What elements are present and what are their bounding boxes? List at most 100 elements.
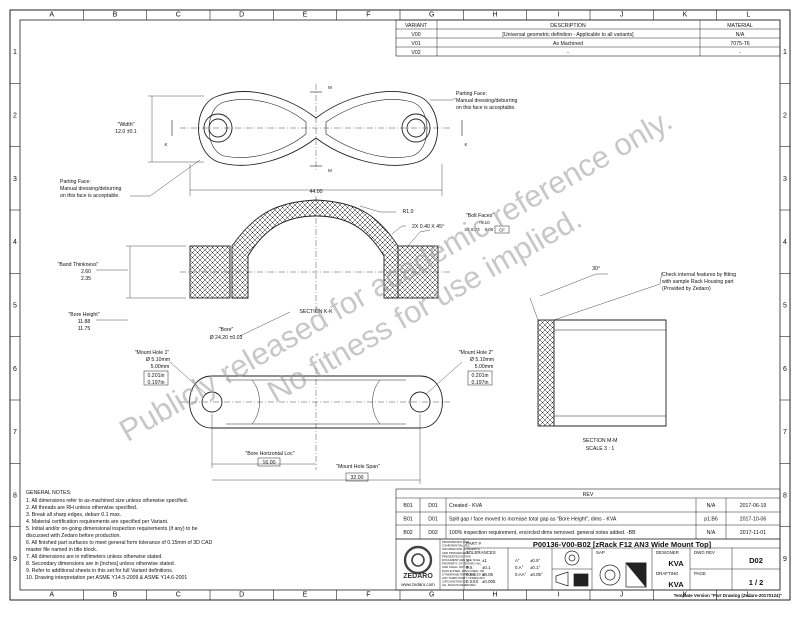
parting-note-right: Parting Face: Manual dressing/deburring …: [456, 91, 518, 111]
band-thickness-min: 2.35: [81, 276, 91, 282]
section-kk-view: [96, 196, 452, 337]
general-note: 8. Secondary dimensions are in [inches] …: [26, 561, 175, 567]
grid-column-label: L: [746, 592, 750, 599]
top-view: [130, 84, 463, 197]
variant-table: VARIANT DESCRIPTION MATERIAL V00 [Univer…: [395, 19, 781, 57]
variant-row-1-desc: As Machined: [553, 41, 583, 47]
proprietary-line: DUPLICATED, DISCLOSED, OR: [442, 569, 484, 573]
revision-cell: N/A: [707, 503, 716, 509]
bottom-view: [169, 361, 463, 484]
general-note: 9. Refer to additional sheets in this se…: [26, 568, 173, 574]
bolt-faces-tol-lower: 0.00: [485, 227, 494, 232]
revision-cell: B01: [403, 503, 412, 509]
revision-cell: B01: [403, 517, 412, 523]
variant-header-material: MATERIAL: [727, 23, 753, 29]
grid-column-label: G: [429, 12, 434, 19]
tolerance-cell: ±0.1: [482, 565, 491, 570]
variant-row-0-material: N/A: [736, 32, 745, 38]
check-note-line-2: with sample Rack Housing part: [662, 279, 734, 285]
dwg-rev-label: DWG REV: [694, 550, 715, 555]
designer-label: DESIGNER: [656, 550, 679, 555]
sap-icon: [599, 562, 647, 588]
mount-hole-2-min: 5.00mm: [475, 364, 494, 370]
grid-column-label: E: [303, 12, 308, 19]
revision-cell: 2017-11-01: [740, 530, 766, 536]
top-k-label-left: K: [165, 142, 168, 147]
grid-column-label: K: [683, 12, 688, 19]
general-note: 10. Drawing interpretation per ASME Y14.…: [26, 575, 187, 581]
proprietary-line: PRESENTED IN THIS: [442, 554, 471, 558]
sap-label: SAP: [596, 550, 605, 555]
revision-cell: Created - KVA: [449, 503, 483, 509]
tolerance-cell: 0.XX: [466, 572, 476, 577]
grid-column-label: E: [303, 592, 308, 599]
parting-note-left: Parting Face: Manual dressing/deburring …: [60, 179, 122, 199]
grid-column-label: J: [620, 12, 624, 19]
part-number: P00136-V00-B02 [zRack F12 AN3 Wide Mount…: [533, 540, 712, 549]
section-mm-view: [529, 271, 667, 427]
mount-hole-2-in-max: 0.201in: [471, 373, 488, 379]
section-mm-scale: SCALE 3 : 1: [586, 446, 615, 452]
general-note: 3. Break all sharp edges, deburr 0.1 max…: [26, 512, 121, 518]
grid-row-label: 3: [13, 176, 17, 183]
parting-note-left-line-3: on this face is acceptable.: [60, 193, 120, 199]
tolerance-cell: ±0.005: [482, 579, 496, 584]
mount-hole-1-inch-frame: [143, 370, 169, 386]
tolerance-cell: 0.A°: [515, 565, 524, 570]
part-label: PART #: [466, 541, 481, 546]
grid-column-label: C: [176, 592, 181, 599]
drafting-label: DRAFTING: [656, 571, 679, 576]
revision-heading: REV: [583, 492, 594, 498]
zedaro-logo: ZEDARO www.zedaro.com: [401, 545, 435, 587]
grid-column-label: H: [492, 592, 497, 599]
general-note: 5. Initial and/or on-going dimensional i…: [26, 526, 198, 532]
page-value: 1 / 2: [749, 578, 764, 587]
revision-cell: 2017-10-06: [740, 517, 767, 523]
tolerances-label: TOLERANCES: [466, 550, 496, 555]
general-note: 1. All dimensions refer to as-machined s…: [26, 498, 188, 504]
proprietary-line: CONFIDENTIAL. ALL: [442, 544, 470, 548]
grid-column-label: A: [49, 12, 54, 19]
grid-row-label: 1: [13, 49, 17, 56]
revision-cell: 2017-06-19: [740, 503, 767, 509]
page-label: PAGE: [694, 571, 706, 576]
variant-row-2-desc: -: [567, 50, 569, 56]
parting-note-left-line-1: Parting Face:: [60, 179, 91, 185]
revision-cell: D02: [428, 530, 438, 536]
mount-hole-2-in-min: 0.197in: [471, 380, 488, 386]
variant-row-1-id: V01: [411, 41, 420, 47]
tolerance-cell: ±0.05: [482, 572, 494, 577]
revision-cell: Split gap / face moved to increase total…: [449, 517, 617, 523]
drafting-value: KVA: [668, 580, 684, 589]
grid-column-label: J: [620, 592, 624, 599]
general-note: discussed with Zedaro before production.: [26, 533, 121, 539]
check-note-line-3: (Provided by Zedaro): [662, 286, 711, 292]
general-notes-heading: GENERAL NOTES:: [26, 490, 71, 496]
grid-row-label: 7: [783, 429, 787, 436]
template-version: Template Version "Part Drawing (Zedaro-2…: [674, 593, 782, 598]
revision-cell: p1.B6: [704, 517, 718, 523]
grid-row-label: 6: [13, 366, 17, 373]
proprietary-line: DOCUMENT ARE THE SOLE: [442, 558, 480, 562]
variant-row-2-material: -: [739, 50, 741, 56]
grid-row-label: 1: [783, 49, 787, 56]
grid-column-label: G: [429, 592, 434, 599]
proprietary-line: AND SHALL NOT BE: [442, 565, 470, 569]
top-m-label-upper: M: [328, 85, 332, 90]
section-mm-angle: 30°: [592, 266, 600, 272]
r-callout: R1.0: [403, 209, 414, 215]
bolt-faces-frame: [494, 225, 510, 234]
grid-row-label: 9: [13, 556, 17, 563]
grid-marks: [10, 10, 790, 600]
website: www.zedaro.com: [401, 582, 435, 587]
mount-hole-span-value: 32.00: [351, 475, 364, 481]
grid-column-label: F: [366, 12, 370, 19]
grid-column-label: K: [683, 592, 688, 599]
general-note: master file named in title block.: [26, 547, 97, 553]
grid-column-label: B: [113, 592, 118, 599]
bolt-faces-frame-text: CF: [499, 228, 505, 233]
